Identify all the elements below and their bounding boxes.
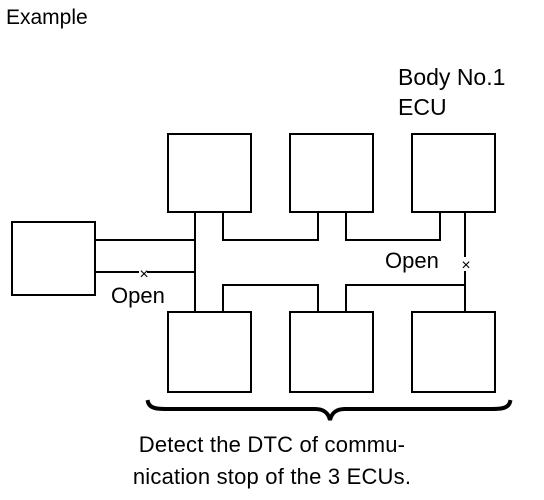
lower-bus-line bbox=[147, 239, 466, 313]
break-mark-right: × bbox=[461, 257, 470, 274]
open-label-right: Open bbox=[385, 248, 439, 273]
caption-line2: nication stop of the 3 ECUs. bbox=[132, 464, 412, 489]
body-ecu-label-line1: Body No.1 bbox=[398, 64, 506, 90]
bottom-ecu-3-box bbox=[411, 311, 496, 393]
example-label: Example bbox=[6, 6, 88, 29]
upper-bus-line bbox=[94, 211, 441, 241]
top-ecu-1-box bbox=[167, 133, 252, 213]
left-ecu-box bbox=[11, 221, 96, 296]
body-ecu-label-line2: ECU bbox=[398, 94, 447, 120]
caption-line1: Detect the DTC of commu- bbox=[138, 432, 406, 457]
bottom-ecu-2-box bbox=[289, 311, 374, 393]
top-ecu-2-box bbox=[289, 133, 374, 213]
bottom-ecu-1-box bbox=[167, 311, 252, 393]
grouping-brace bbox=[145, 399, 513, 421]
break-mark-left: × bbox=[139, 266, 148, 283]
open-label-left: Open bbox=[111, 283, 165, 308]
body-no1-ecu-box bbox=[411, 133, 496, 213]
